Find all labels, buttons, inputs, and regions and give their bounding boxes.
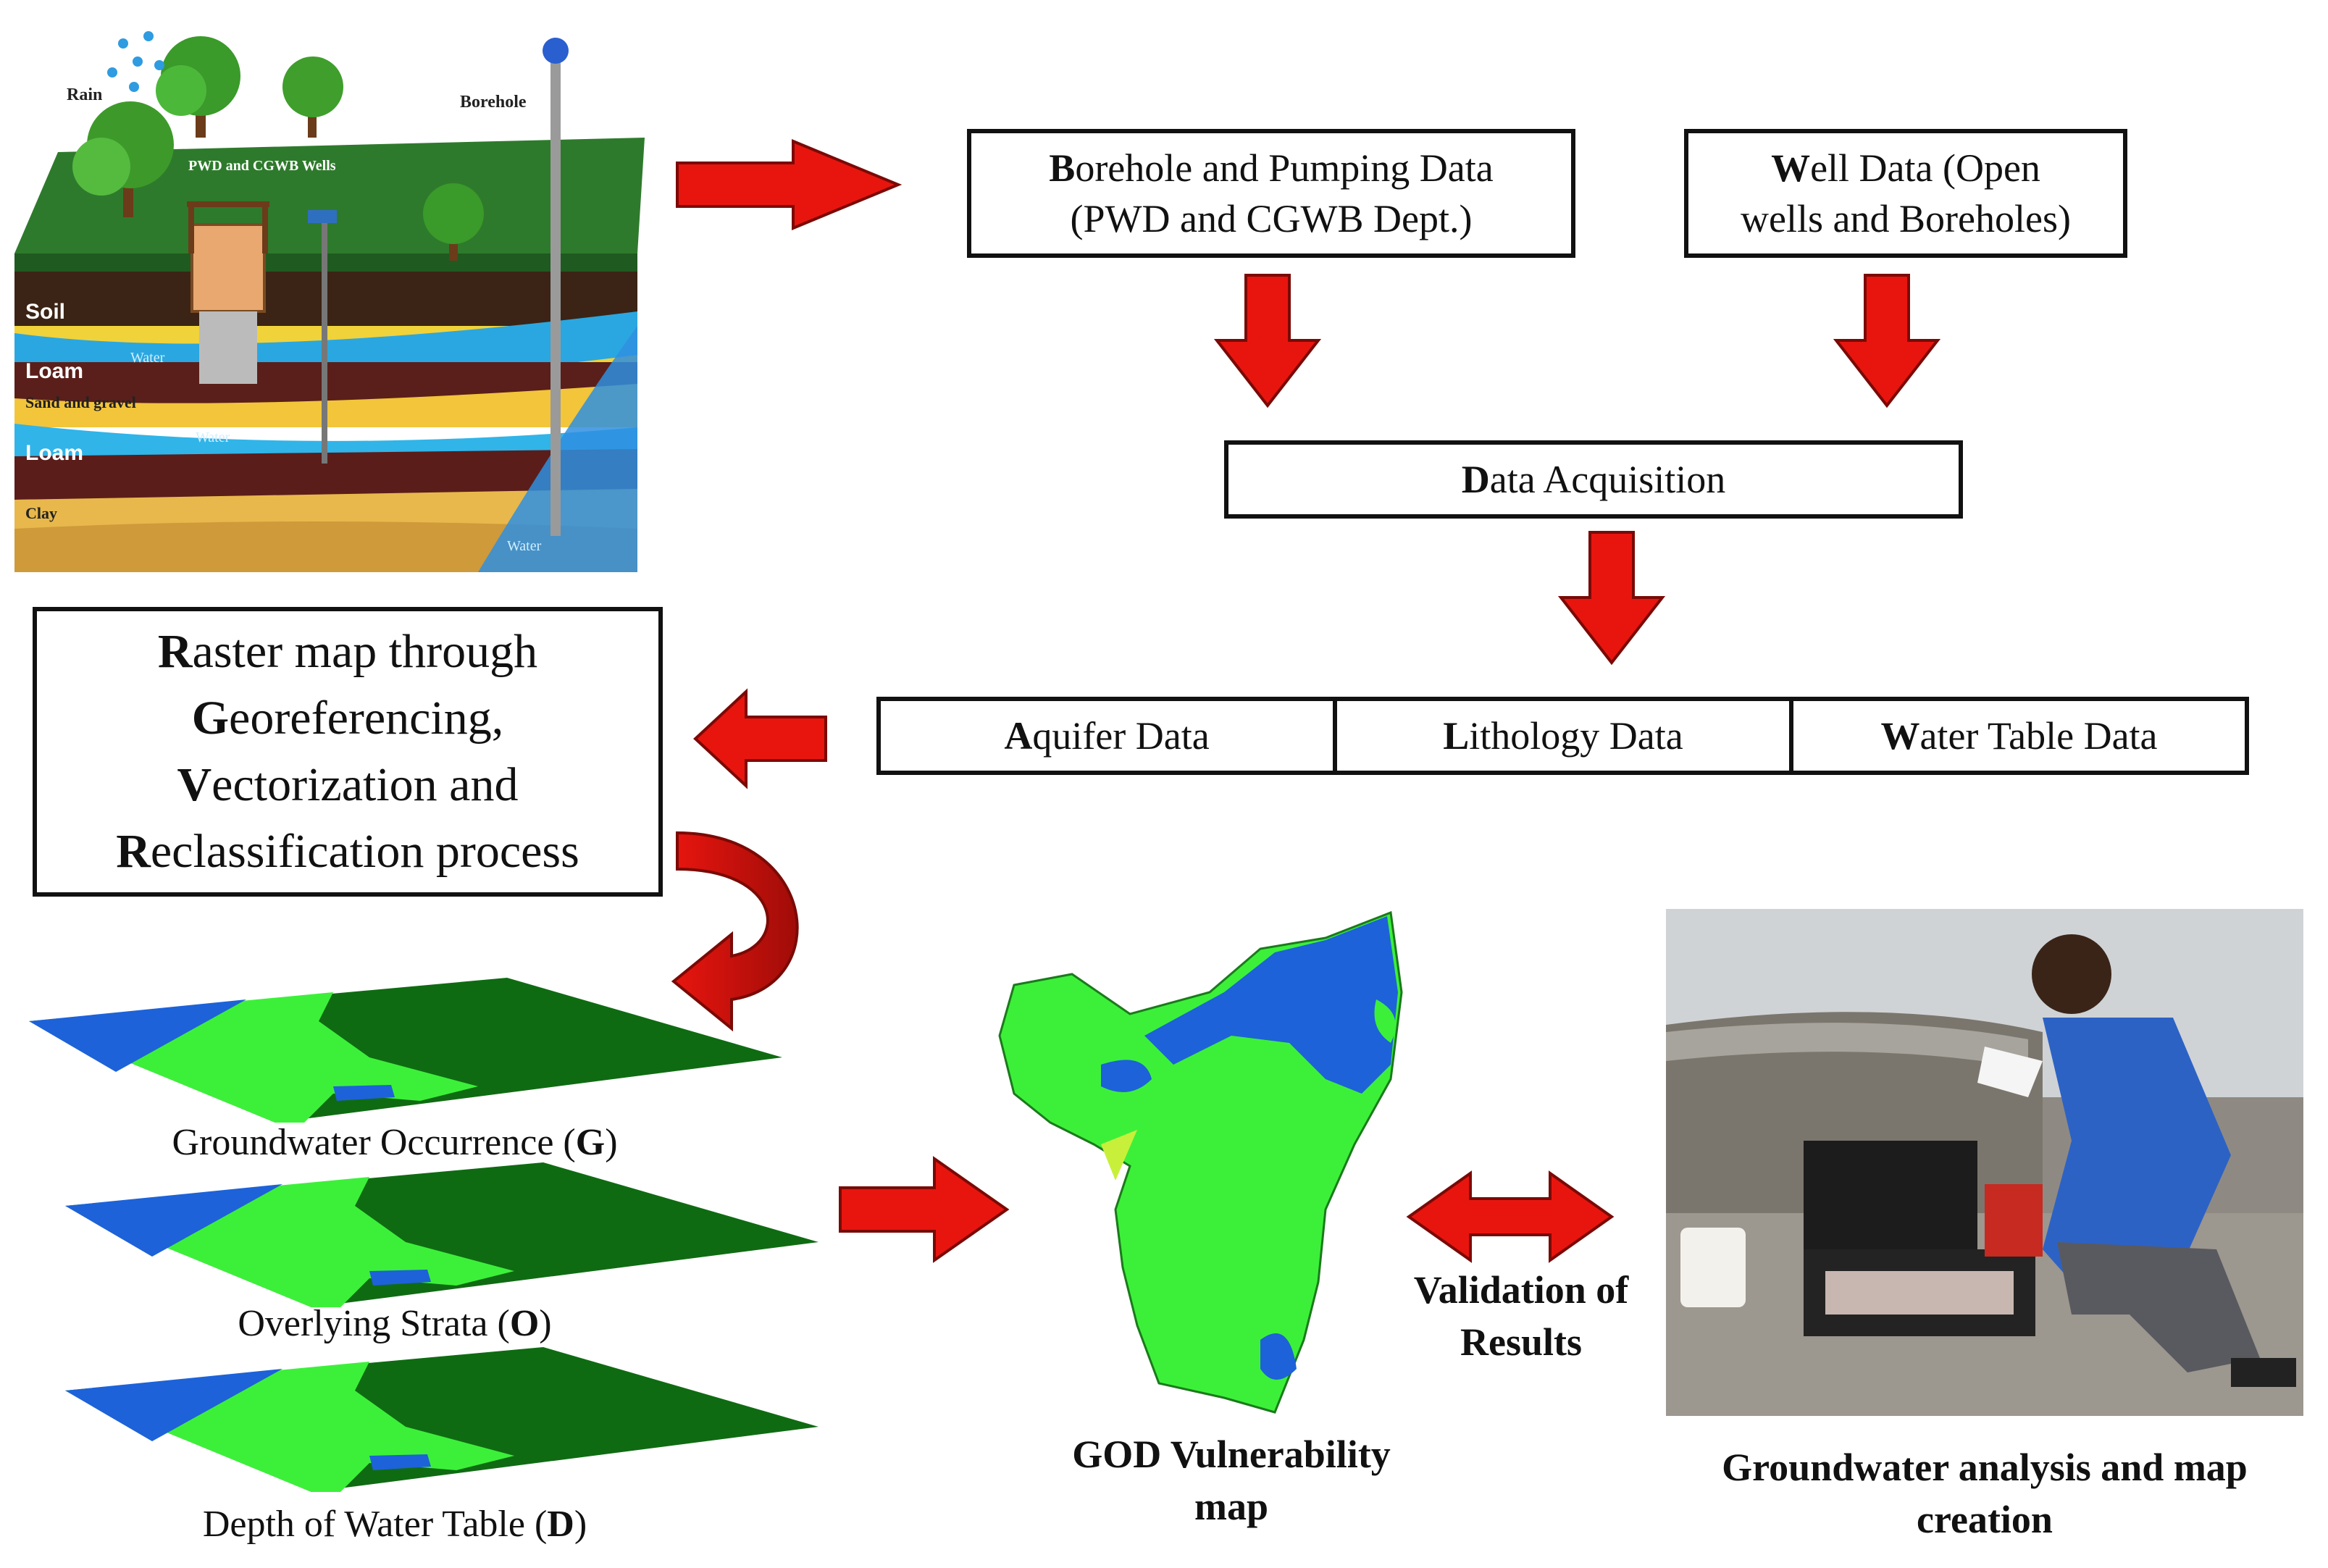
raster-l4: eclassification process xyxy=(150,825,579,878)
well-data-box: Well Data (Open wells and Boreholes) xyxy=(1684,129,2127,258)
data-acquisition-box: Data Acquisition xyxy=(1224,440,1963,519)
raster-l1: aster map through xyxy=(192,625,538,678)
raster-l2-initial: G xyxy=(191,692,230,745)
layer-map-g xyxy=(29,978,782,1123)
person-icon xyxy=(1977,934,2296,1387)
arrow-down-2 xyxy=(1833,274,1941,408)
raster-l1-initial: R xyxy=(157,625,193,678)
soil-label: Soil xyxy=(25,300,65,324)
arrow-left-1 xyxy=(693,688,827,789)
arrow-right-1 xyxy=(676,139,903,230)
water-label-2: Water xyxy=(196,429,230,445)
raster-l3-initial: V xyxy=(177,758,212,811)
rain-label: Rain xyxy=(67,85,102,104)
tree-icon xyxy=(156,36,240,138)
aquifer-rest: quifer Data xyxy=(1032,714,1210,758)
borehole-line1: orehole and Pumping Data xyxy=(1075,146,1494,190)
rain-icon xyxy=(107,31,164,92)
layer-o-close: ) xyxy=(539,1303,552,1344)
layer-d-letter: D xyxy=(547,1504,574,1545)
raster-process-box: Raster map through Georeferencing, Vecto… xyxy=(33,607,663,897)
wells-label: PWD and CGWB Wells xyxy=(188,158,336,174)
layer-d-caption: Depth of Water Table (D) xyxy=(87,1503,703,1546)
god-map-caption: GOD Vulnerability map xyxy=(1072,1433,1391,1528)
layer-g-close: ) xyxy=(605,1122,618,1163)
red-container-icon xyxy=(1985,1184,2043,1257)
aquifer-initial: A xyxy=(1004,714,1033,758)
layer-o-letter: O xyxy=(509,1303,540,1344)
field-analysis-photo xyxy=(1666,909,2303,1416)
water-label-3: Water xyxy=(507,538,542,554)
layer-g-caption: Groundwater Occurrence (G) xyxy=(87,1121,703,1164)
groundwater-illustration: Rain Borehole PWD and CGWB Wells Soil Lo… xyxy=(14,31,645,572)
layer-map-o xyxy=(65,1162,818,1307)
acq-rest: ata Acquisition xyxy=(1489,458,1726,501)
layer-o-caption: Overlying Strata (O) xyxy=(87,1302,703,1345)
water-rest: ater Table Data xyxy=(1919,714,2158,758)
tree-icon xyxy=(423,183,484,261)
layer-g-letter: G xyxy=(575,1122,606,1163)
borehole-initial: B xyxy=(1049,146,1076,190)
loam-label-2: Loam xyxy=(25,441,83,465)
raster-l3: ectorization and xyxy=(212,758,519,811)
bucket-icon xyxy=(1680,1228,1746,1307)
raster-l2: eoreferencing, xyxy=(229,692,504,745)
pump-icon xyxy=(308,210,337,464)
god-vulnerability-map xyxy=(998,910,1403,1414)
layer-d-text: Depth of Water Table ( xyxy=(202,1504,548,1545)
validation-caption: Validation of Results xyxy=(1413,1268,1629,1364)
arrow-double xyxy=(1406,1170,1615,1263)
loam-label: Loam xyxy=(25,359,83,383)
arrow-down-3 xyxy=(1557,531,1666,666)
well-line1: ell Data (Open xyxy=(1810,146,2040,190)
well-line2: wells and Boreholes) xyxy=(1741,197,2071,240)
arrow-right-2 xyxy=(839,1156,1010,1263)
water-initial: W xyxy=(1880,714,1920,758)
layer-map-d xyxy=(65,1347,818,1492)
borehole-pumping-box: Borehole and Pumping Data (PWD and CGWB … xyxy=(967,129,1575,258)
tree-icon xyxy=(72,101,174,217)
litho-initial: L xyxy=(1443,714,1470,758)
analysis-caption: Groundwater analysis and map creation xyxy=(1722,1446,2248,1541)
layer-o-text: Overlying Strata ( xyxy=(238,1303,510,1344)
tree-icon xyxy=(282,56,343,138)
clay-label: Clay xyxy=(25,504,57,522)
well-icon xyxy=(187,201,269,384)
borehole-label: Borehole xyxy=(460,93,527,112)
water-label: Water xyxy=(130,350,165,366)
litho-rest: ithology Data xyxy=(1469,714,1683,758)
acq-initial: D xyxy=(1461,458,1490,501)
raster-l4-initial: R xyxy=(116,825,151,878)
arrow-down-1 xyxy=(1213,274,1322,408)
layer-g-text: Groundwater Occurrence ( xyxy=(172,1122,576,1163)
sand-gravel-label: Sand and gravel xyxy=(25,393,136,411)
well-initial: W xyxy=(1771,146,1811,190)
layer-d-close: ) xyxy=(574,1504,587,1545)
borehole-line2: (PWD and CGWB Dept.) xyxy=(1070,197,1473,240)
kit-briefcase-icon xyxy=(1804,1141,2035,1336)
borehole-icon xyxy=(543,38,569,536)
arrow-curved xyxy=(671,831,799,1032)
